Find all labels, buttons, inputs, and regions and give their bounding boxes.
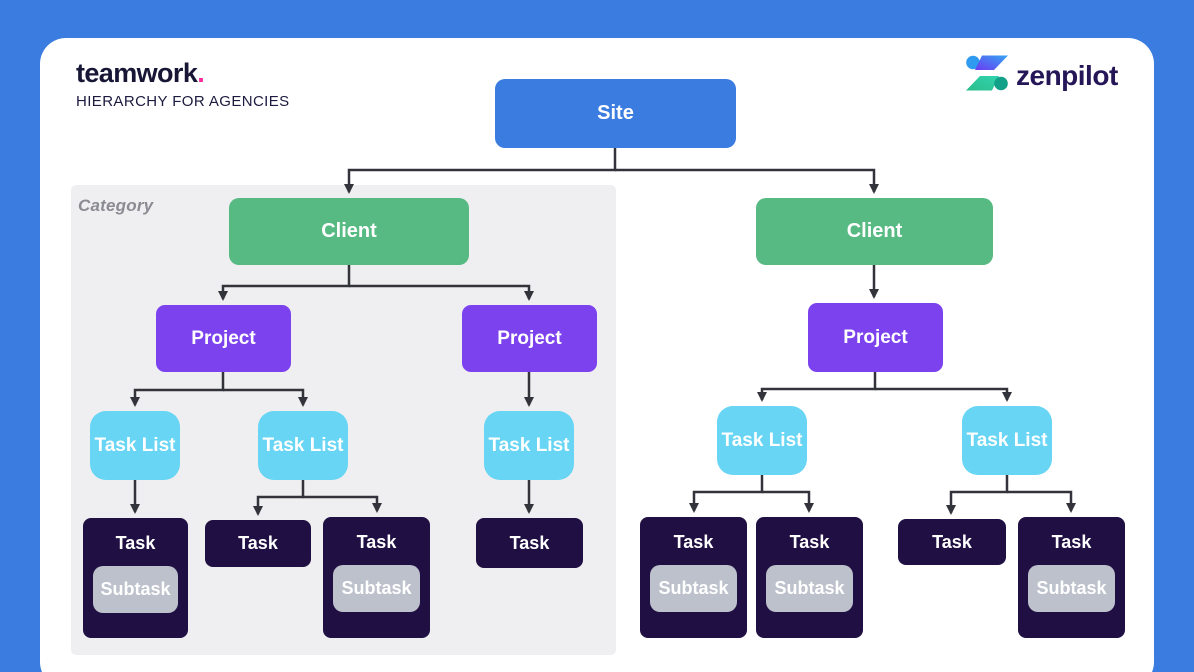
node-task-list-2: Task List [258, 411, 348, 480]
task-label: Task [115, 533, 156, 553]
node-client-2: Client [756, 198, 993, 265]
page-title: HIERARCHY FOR AGENCIES [76, 93, 290, 110]
node-project-1: Project [156, 305, 291, 372]
category-label: Category [78, 196, 154, 215]
node-subtask-3: Subtask [333, 565, 420, 612]
zenpilot-logo: zenpilot [966, 55, 1118, 96]
node-site: Site [495, 79, 736, 148]
node-task-2: Task [205, 520, 311, 567]
node-task-6: Task Subtask [756, 517, 863, 638]
node-task-8: Task Subtask [1018, 517, 1125, 638]
task-label: Task [673, 532, 714, 552]
node-task-4: Task [476, 518, 583, 568]
node-task-list-5: Task List [962, 406, 1052, 475]
node-task-7: Task [898, 519, 1006, 565]
zenpilot-icon [966, 55, 1008, 96]
node-task-list-4: Task List [717, 406, 807, 475]
node-project-2: Project [462, 305, 597, 372]
brand-dot: . [197, 58, 205, 88]
node-task-1: Task Subtask [83, 518, 188, 638]
teamwork-wordmark: teamwork. [76, 58, 290, 89]
zenpilot-wordmark: zenpilot [1016, 59, 1118, 91]
node-task-list-3: Task List [484, 411, 574, 480]
task-label: Task [1051, 532, 1092, 552]
teamwork-logo: teamwork. HIERARCHY FOR AGENCIES [76, 58, 290, 110]
node-project-3: Project [808, 303, 943, 372]
node-subtask-1: Subtask [93, 566, 178, 613]
task-label: Task [789, 532, 830, 552]
node-task-3: Task Subtask [323, 517, 430, 638]
node-subtask-6: Subtask [766, 565, 853, 612]
task-label: Task [356, 532, 397, 552]
node-task-list-1: Task List [90, 411, 180, 480]
node-client-1: Client [229, 198, 469, 265]
node-task-5: Task Subtask [640, 517, 747, 638]
node-subtask-8: Subtask [1028, 565, 1115, 612]
node-subtask-5: Subtask [650, 565, 737, 612]
brand-text: teamwork [76, 58, 198, 88]
